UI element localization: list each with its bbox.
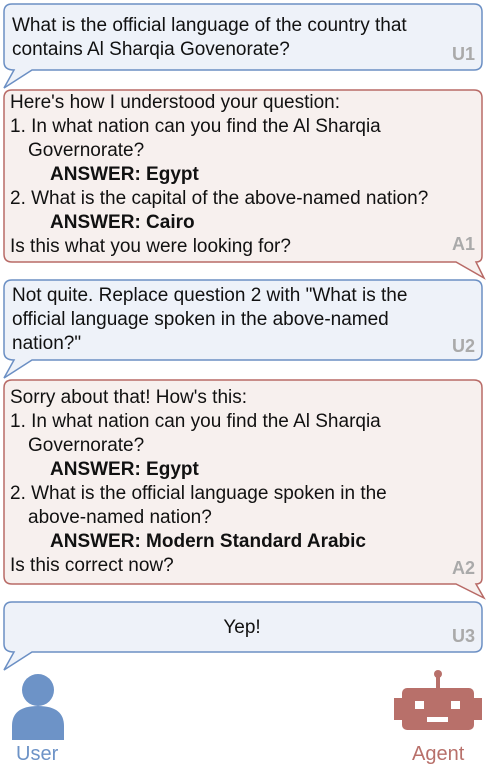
u3-tag: U3 xyxy=(452,626,476,646)
agent-label: Agent xyxy=(412,743,465,765)
robot-icon xyxy=(394,670,482,730)
a2-question-1: 1. In what nation can you find the Al Sh… xyxy=(10,411,381,432)
a1-closing: Is this what you were looking for? xyxy=(10,236,291,257)
a2-closing: Is this correct now? xyxy=(10,555,174,576)
a2-question-2-cont: above-named nation? xyxy=(28,507,212,528)
a1-answer-1: ANSWER: Egypt xyxy=(50,164,199,185)
u1-tag: U1 xyxy=(452,44,476,64)
u2-line: official language spoken in the above-na… xyxy=(12,309,389,330)
a2-question-1-cont: Governorate? xyxy=(28,435,145,456)
u2-bubble xyxy=(3,279,483,379)
a2-answer-2: ANSWER: Modern Standard Arabic xyxy=(50,531,366,552)
a1-text: Here's how I understood your question: 1… xyxy=(10,91,428,259)
a1-tag: A1 xyxy=(452,234,476,254)
a1-question-2: 2. What is the capital of the above-name… xyxy=(10,188,429,209)
u2-line: nation?" xyxy=(12,333,82,354)
a2-bubble xyxy=(3,379,486,600)
a2-text: Sorry about that! How's this: 1. In what… xyxy=(10,386,387,578)
a2-question-2: 2. What is the official language spoken … xyxy=(10,483,387,504)
a2-tag: A2 xyxy=(452,558,476,578)
u1-line: contains Al Sharqia Govenorate? xyxy=(12,39,290,60)
u1-line: What is the official language of the cou… xyxy=(12,15,407,36)
a2-intro: Sorry about that! How's this: xyxy=(10,387,248,408)
u1-bubble xyxy=(3,3,483,89)
u2-tag: U2 xyxy=(452,336,476,356)
person-icon xyxy=(12,674,64,740)
u1-text: What is the official language of the cou… xyxy=(12,14,407,62)
a1-answer-2: ANSWER: Cairo xyxy=(50,212,195,233)
u3-text: Yep! xyxy=(223,617,261,638)
u2-line: Not quite. Replace question 2 with "What… xyxy=(12,285,408,306)
a1-question-1-cont: Governorate? xyxy=(28,140,145,161)
a1-question-1: 1. In what nation can you find the Al Sh… xyxy=(10,116,381,137)
u3-bubble xyxy=(3,601,483,671)
u2-text: Not quite. Replace question 2 with "What… xyxy=(12,284,407,356)
a1-intro: Here's how I understood your question: xyxy=(10,92,340,113)
user-label: User xyxy=(16,743,59,765)
a2-answer-1: ANSWER: Egypt xyxy=(50,459,199,480)
a1-bubble xyxy=(3,89,486,280)
